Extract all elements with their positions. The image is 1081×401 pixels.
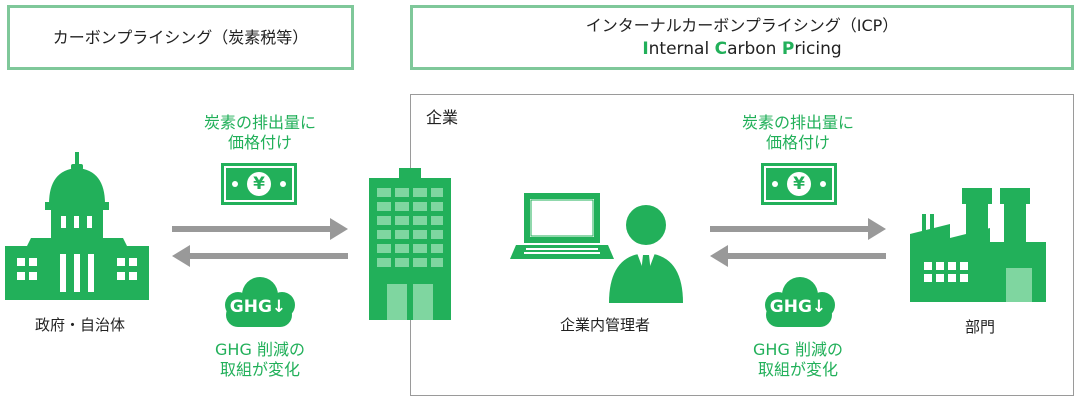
government-building-icon	[5, 152, 153, 302]
subtitle-part: P	[781, 38, 795, 59]
right-pricing-line2: 価格付け	[765, 133, 830, 152]
header-icp-title: インターナルカーボンプライシング（ICP）	[585, 15, 899, 35]
department-label: 部門	[964, 318, 995, 336]
right-arrow-right	[710, 218, 886, 240]
right-ghg-cloud-icon: GHG↓	[752, 275, 844, 333]
government-label: 政府・自治体	[34, 316, 125, 334]
subtitle-part: arbon	[727, 38, 782, 59]
left-ghg-text: GHG↓	[229, 297, 287, 317]
right-pricing-line1: 炭素の排出量に	[741, 113, 854, 132]
right-banknote-icon: ¥	[761, 163, 837, 205]
left-effect-text: GHG 削減の 取組が変化	[180, 340, 340, 380]
left-pricing-text: 炭素の排出量に 価格付け	[180, 113, 340, 153]
subtitle-part: nternal	[648, 38, 715, 59]
header-carbon-pricing-title: カーボンプライシング（炭素税等）	[52, 27, 309, 47]
left-pricing-line1: 炭素の排出量に	[203, 113, 316, 132]
laptop-icon	[510, 193, 614, 259]
left-pricing-line2: 価格付け	[227, 133, 292, 152]
left-arrow-right	[172, 218, 348, 240]
office-building-icon	[369, 168, 451, 320]
right-pricing-text: 炭素の排出量に 価格付け	[718, 113, 878, 153]
header-icp: インターナルカーボンプライシング（ICP） Internal Carbon Pr…	[410, 5, 1074, 70]
factory-icon	[910, 188, 1046, 302]
right-yen-symbol: ¥	[793, 174, 805, 194]
left-effect-line1: GHG 削減の	[215, 340, 305, 359]
header-icp-subtitle: Internal Carbon Pricing	[642, 37, 841, 61]
header-carbon-pricing: カーボンプライシング（炭素税等）	[7, 5, 354, 70]
right-effect-text: GHG 削減の 取組が変化	[718, 340, 878, 380]
subtitle-part: C	[714, 38, 728, 59]
manager-label: 企業内管理者	[559, 316, 650, 334]
left-ghg-cloud-icon: GHG↓	[212, 275, 304, 333]
subtitle-part: ricing	[794, 38, 842, 59]
subtitle-part: I	[642, 38, 649, 59]
company-label: 企業	[426, 108, 459, 127]
left-arrow-left	[172, 245, 348, 267]
right-ghg-text: GHG↓	[769, 297, 827, 317]
right-effect-line1: GHG 削減の	[753, 340, 843, 359]
right-effect-line2: 取組が変化	[757, 360, 838, 379]
left-banknote-icon: ¥	[221, 163, 297, 205]
left-effect-line2: 取組が変化	[219, 360, 300, 379]
right-arrow-left	[710, 245, 886, 267]
manager-person-icon	[605, 203, 687, 303]
left-yen-symbol: ¥	[253, 174, 265, 194]
